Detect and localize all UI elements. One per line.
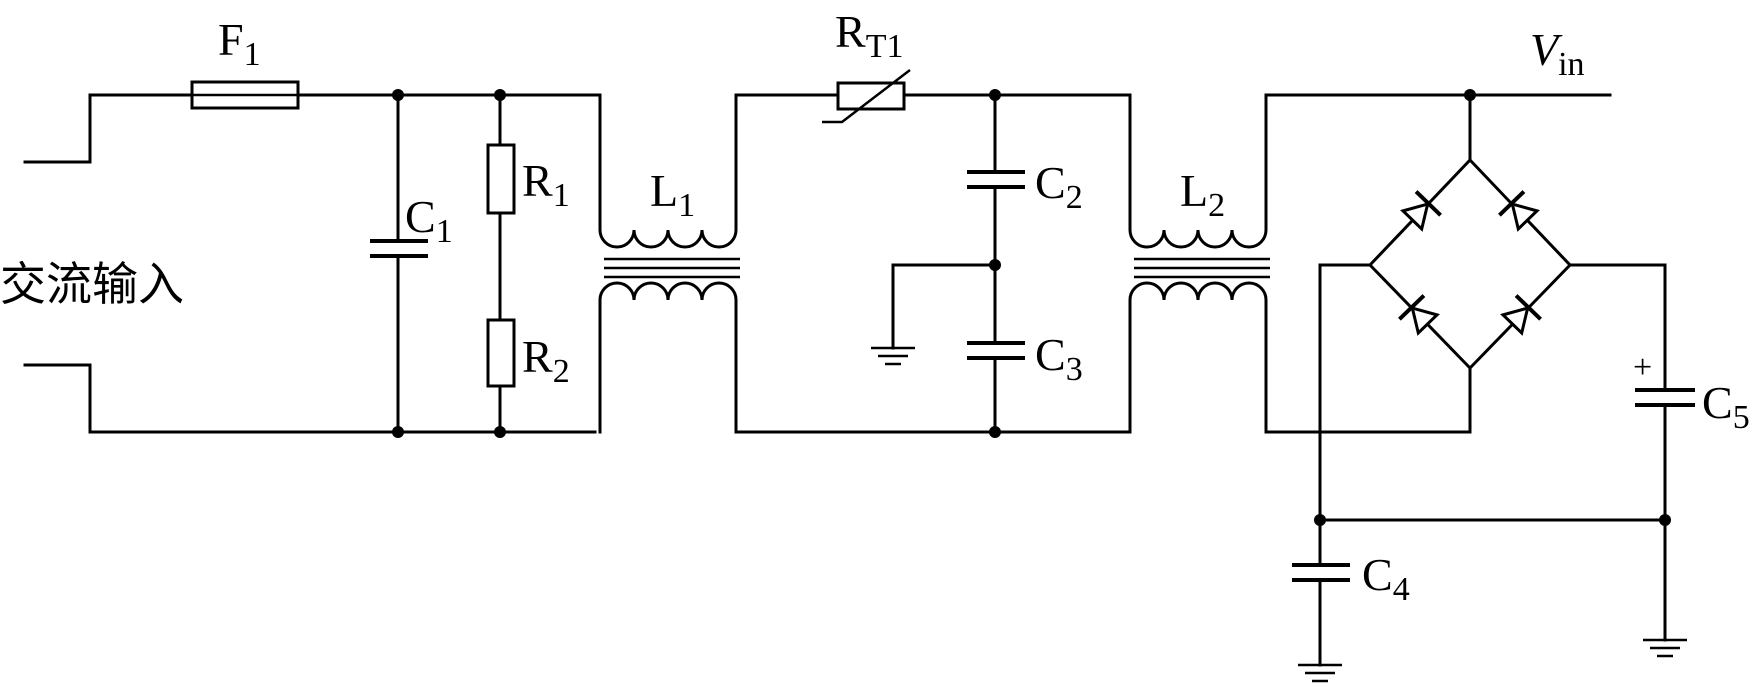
capacitor-c1: C1 bbox=[370, 93, 453, 434]
junction-dot bbox=[989, 89, 1001, 101]
resistor-r1-label: R1 bbox=[522, 155, 570, 214]
ac-input-terminals: 交流输入 bbox=[0, 93, 597, 434]
common-mode-choke-l2: L2 bbox=[1128, 93, 1270, 434]
choke-l2-label: L2 bbox=[1180, 165, 1225, 224]
choke-l1-label: L1 bbox=[650, 165, 695, 224]
junction-dot bbox=[494, 89, 506, 101]
resistor-r1-r2-divider: R1 R2 bbox=[486, 93, 570, 434]
polarity-plus-label: + bbox=[1633, 349, 1652, 386]
thermistor-rt1: RT1 bbox=[822, 6, 911, 124]
fuse-f1: F1 bbox=[190, 14, 300, 110]
capacitor-c4: C4 bbox=[1292, 518, 1410, 667]
capacitor-c5-label: C5 bbox=[1702, 377, 1750, 436]
ground-symbol bbox=[1298, 663, 1342, 683]
diode bbox=[1498, 190, 1540, 232]
diode bbox=[1500, 294, 1542, 336]
capacitor-c2-label: C2 bbox=[1035, 157, 1083, 216]
junction-dot bbox=[1659, 514, 1671, 526]
ground-symbol bbox=[871, 263, 997, 366]
capacitor-c3-label: C3 bbox=[1035, 329, 1083, 388]
fuse-f1-label: F1 bbox=[218, 14, 261, 73]
bridge-rectifier bbox=[1264, 93, 1573, 434]
capacitor-c4-label: C4 bbox=[1362, 549, 1410, 608]
junction-dot bbox=[392, 426, 404, 438]
diode bbox=[1398, 294, 1440, 336]
junction-dot bbox=[989, 426, 1001, 438]
thermistor-rt1-label: RT1 bbox=[835, 6, 903, 65]
capacitor-c1-label: C1 bbox=[405, 191, 453, 250]
diode bbox=[1400, 190, 1442, 232]
resistor-r2-label: R2 bbox=[522, 331, 570, 390]
common-mode-choke-l1: L1 bbox=[598, 93, 740, 434]
electrolytic-capacitor-c5: + C5 bbox=[1633, 349, 1750, 642]
junction-dot bbox=[494, 426, 506, 438]
junction-dot bbox=[392, 89, 404, 101]
capacitor-c2-c3: C2 C3 bbox=[967, 93, 1083, 434]
ground-symbol bbox=[1643, 638, 1687, 658]
vin-label: Vin bbox=[1530, 24, 1585, 83]
ac-input-label: 交流输入 bbox=[0, 257, 184, 311]
